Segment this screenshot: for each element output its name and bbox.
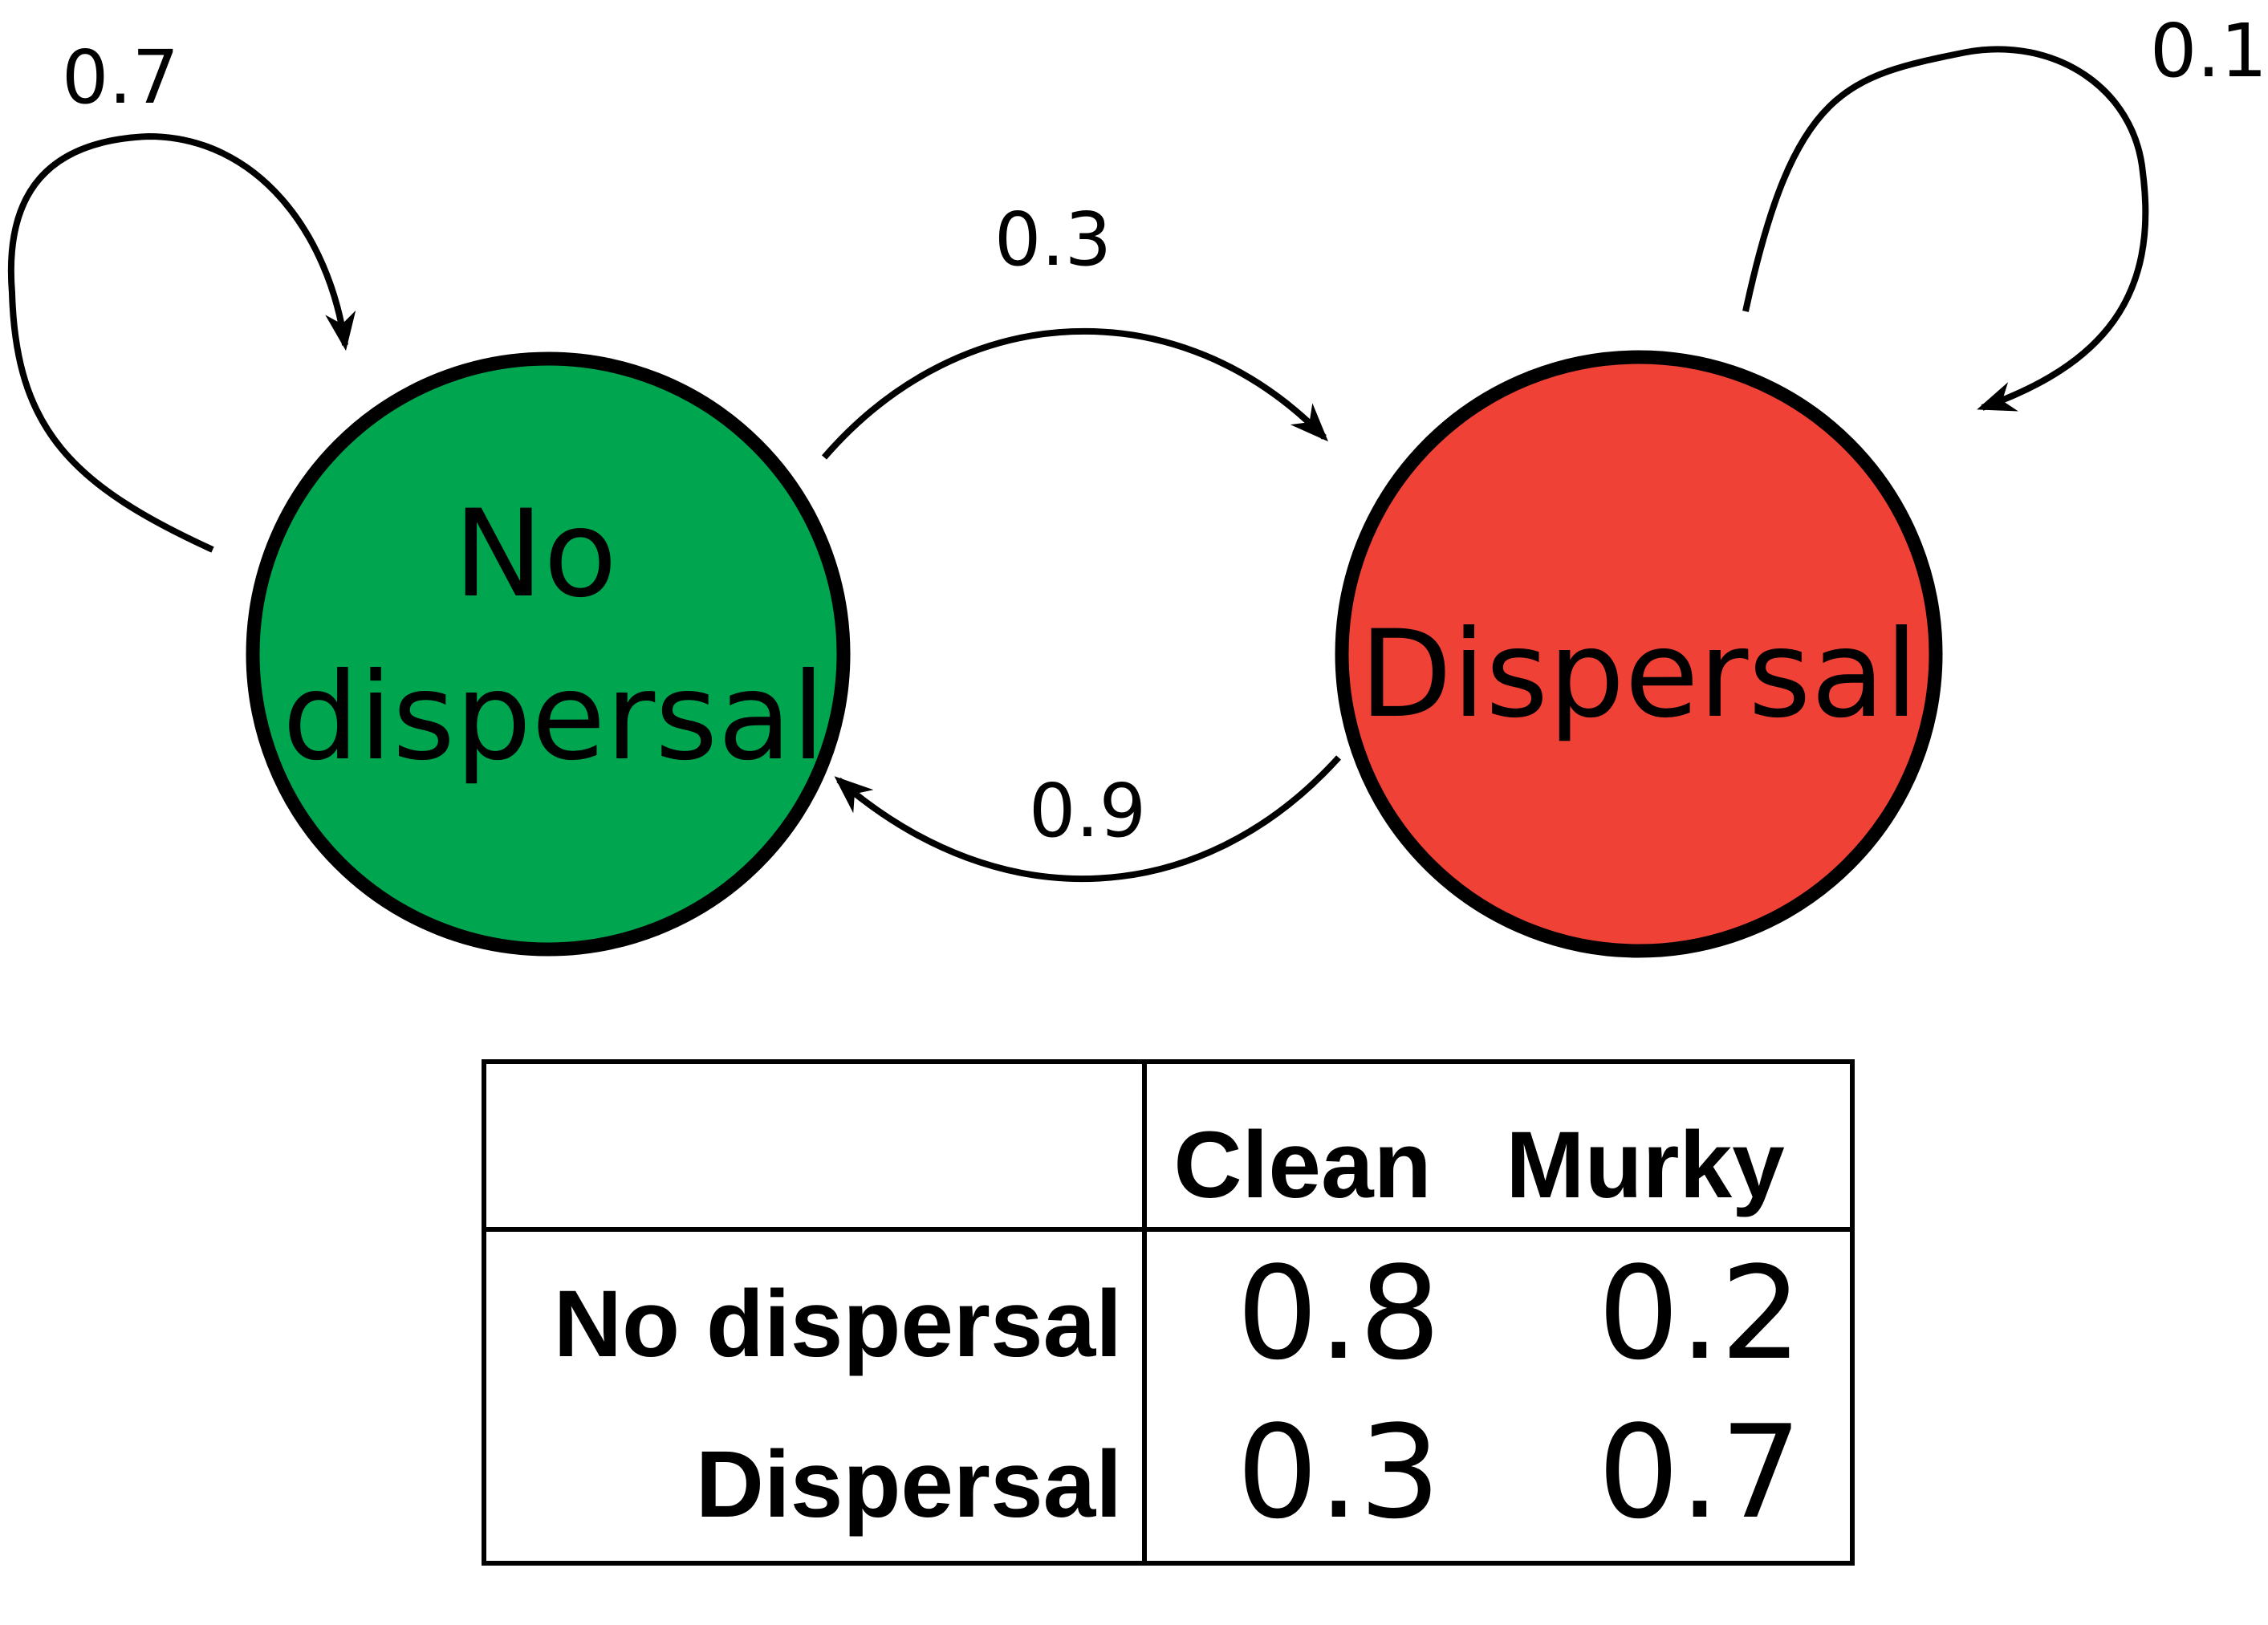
transition-label-0-3: 0.3 [994, 197, 1112, 282]
state-label-line-1: No [453, 485, 617, 624]
table-cell: 0.2 [1598, 1238, 1802, 1388]
transition-label-0-1: 0.1 [2150, 8, 2267, 94]
transition-arrow-nodisp-to-disp [821, 327, 1329, 460]
state-circle-no-dispersal [246, 351, 851, 957]
transition-label-0-7: 0.7 [62, 35, 179, 120]
table-cell: 0.8 [1237, 1238, 1441, 1388]
table-row-label: No dispersal [554, 1271, 1122, 1377]
table-header-clean: Clean [1173, 1112, 1431, 1218]
transition-label-0-9: 0.9 [1029, 768, 1146, 854]
emission-table: Clean Murky No dispersal 0.8 0.2 Dispers… [482, 1059, 1855, 1566]
state-node-dispersal: Dispersal [1335, 350, 1943, 958]
transition-arrow-nodisp-self [7, 132, 356, 553]
table-border [482, 1059, 1855, 1566]
state-circle-dispersal [1335, 350, 1943, 958]
transition-arrow-disp-to-nodisp [834, 755, 1341, 883]
state-node-no-dispersal: No dispersal [246, 351, 851, 957]
state-label-line-2: dispersal [282, 648, 825, 787]
transition-arrow-disp-self [1742, 46, 2149, 412]
table-header-murky: Murky [1506, 1112, 1785, 1218]
table-cell: 0.3 [1237, 1397, 1441, 1547]
table-row-label: Dispersal [696, 1432, 1122, 1538]
table-cell: 0.7 [1598, 1397, 1802, 1547]
state-label-dispersal: Dispersal [1360, 605, 1918, 745]
